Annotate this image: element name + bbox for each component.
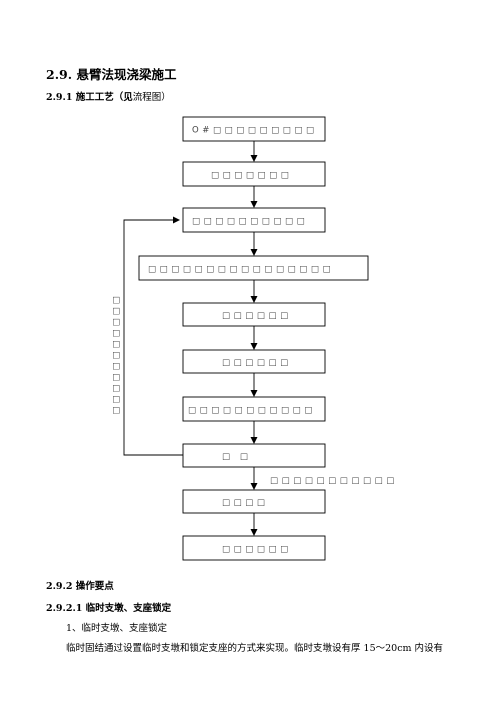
temporary-support-title: 2.9.2.1 临时支墩、支座锁定 [46, 603, 172, 614]
subsection-title-tail: 流程图） [132, 92, 171, 103]
flow-box-1-label: O#□□□□□□□□□ [192, 126, 318, 136]
flow-box-3: □□□□□□□□□□ [182, 207, 326, 233]
flow-box-2-label: □□□□□□□ [211, 171, 292, 181]
section-title: 2.9. 悬臂法现浇梁施工 [46, 67, 177, 82]
flow-box-9-label: □□□□ [222, 498, 269, 508]
paragraph-1: 临时固结通过设置临时支墩和锁定支座的方式来实现。临时支墩设有厚 15～20cm … [66, 643, 444, 654]
flow-box-5: □□□□□□ [182, 302, 326, 327]
flow-box-4: □□□□□□□□□□□□□□□□ [138, 255, 369, 281]
subsection-title-main: 2.9.1 施工工艺（见 [46, 92, 133, 103]
flow-box-7-label: □□□□□□□□□□□ [188, 406, 316, 416]
side-label-vertical: □□□□□□□□□□□ [111, 296, 121, 417]
flow-box-8-label: □ □ [222, 452, 252, 462]
flow-box-5-label: □□□□□□ [222, 311, 292, 321]
flow-box-6-label: □□□□□□ [222, 358, 292, 368]
flow-box-7: □□□□□□□□□□□ [182, 396, 326, 422]
flow-box-3-label: □□□□□□□□□□ [192, 217, 308, 227]
flow-box-8: □ □ [182, 443, 326, 468]
list-item-1: 1、临时支墩、支座锁定 [66, 623, 168, 634]
operation-points-title: 2.9.2 操作要点 [46, 581, 114, 592]
subsection-title: 2.9.1 施工工艺（见流程图） [46, 89, 171, 103]
flow-box-9: □□□□ [182, 489, 326, 514]
flow-box-4-label: □□□□□□□□□□□□□□□□ [148, 265, 334, 275]
loop-condition-label: □□□□□□□□□□□ [270, 476, 398, 486]
loop-back-connector [123, 216, 183, 456]
flow-box-1: O#□□□□□□□□□ [182, 116, 326, 142]
flow-box-10: □□□□□□ [182, 535, 326, 561]
flow-box-2: □□□□□□□ [182, 161, 326, 187]
flow-box-6: □□□□□□ [182, 349, 326, 374]
flow-box-10-label: □□□□□□ [222, 545, 292, 555]
